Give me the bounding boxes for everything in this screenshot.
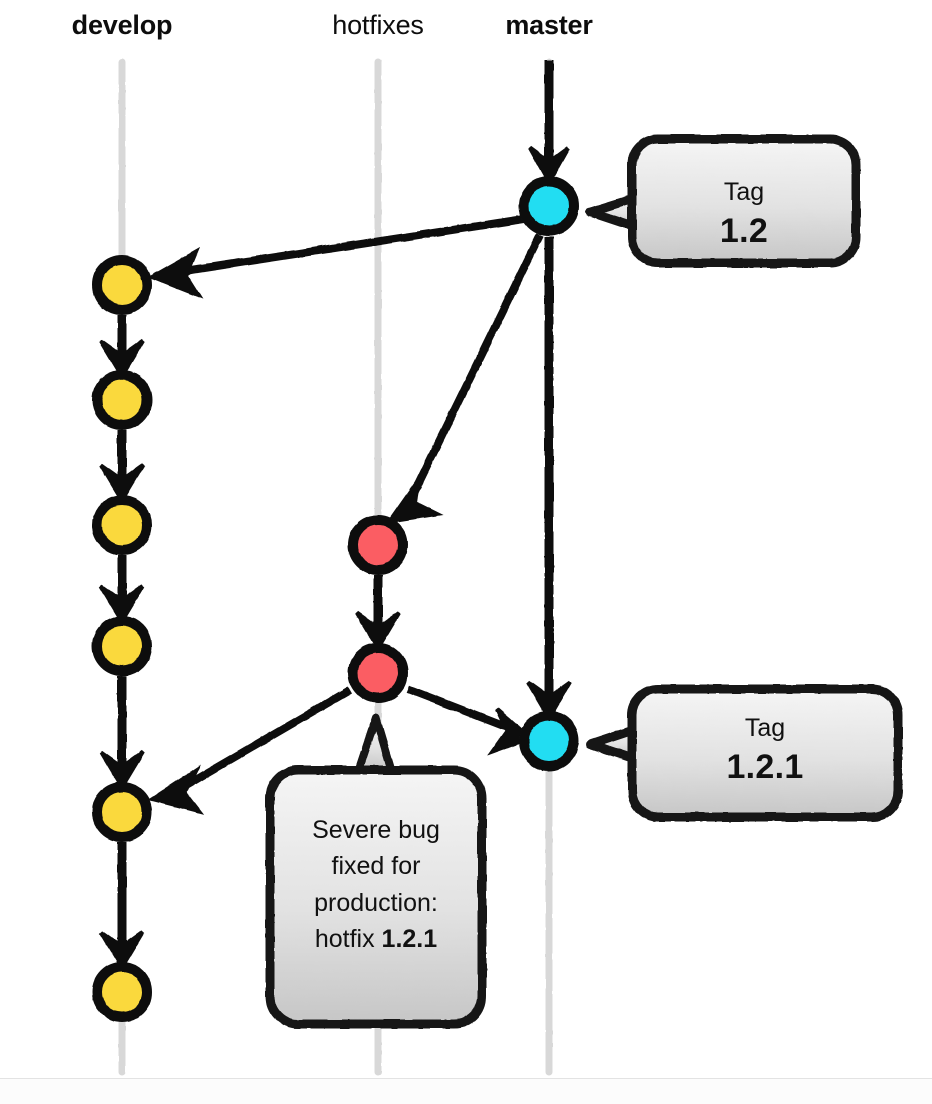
page-edge-divider (0, 1078, 932, 1079)
edge-master-inflow (528, 60, 570, 187)
commit-node-master-1-2 (519, 176, 579, 236)
page-footer-area (0, 1079, 932, 1104)
edge-d1-to-d2 (99, 315, 145, 380)
commit-node-develop-3 (92, 495, 152, 555)
callout-tag-1-2 (585, 134, 861, 268)
lane-label-master: master (505, 10, 593, 40)
commit-node-hotfix-1 (348, 515, 408, 575)
commit-node-develop-5 (92, 782, 152, 842)
lane-label-hotfixes: hotfixes (332, 10, 424, 40)
edge-m1-to-h1 (385, 233, 544, 524)
edge-d3-to-d4 (99, 555, 145, 625)
commit-node-develop-2 (92, 370, 152, 430)
edge-m1-to-m2 (526, 237, 572, 722)
commit-node-master-1-2-1 (519, 711, 579, 771)
edge-d4-to-d5 (99, 676, 145, 791)
callout-tag-1-2-1 (585, 684, 903, 822)
edge-h2-to-m2 (406, 685, 534, 757)
edge-h1-to-h2 (355, 575, 401, 652)
commit-nodes (92, 176, 579, 1022)
edge-d5-to-d6 (99, 842, 145, 971)
edge-h2-to-d5 (147, 686, 353, 815)
commit-node-develop-1 (92, 255, 152, 315)
callout-hotfix-note (265, 714, 487, 1029)
edge-m1-to-d1 (147, 215, 525, 300)
edges (99, 60, 572, 971)
commit-node-develop-6 (92, 962, 152, 1022)
commit-node-hotfix-2 (348, 643, 408, 703)
commit-node-develop-4 (92, 616, 152, 676)
lane-label-develop: develop (71, 10, 173, 40)
edge-d2-to-d3 (99, 430, 145, 504)
